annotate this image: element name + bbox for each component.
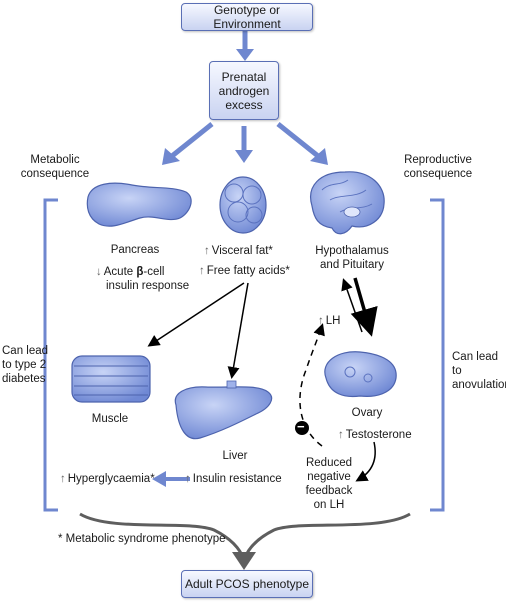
arrow-genotype-to-prenatal	[236, 31, 254, 61]
right-bracket	[430, 198, 445, 512]
metabolic-consequence-label: Metabolic consequence	[20, 154, 90, 180]
arrow-ffa-to-liver	[227, 282, 249, 379]
visceral-fat-text: Visceral fat*	[211, 245, 273, 257]
pancreas-label: Pancreas	[110, 244, 160, 256]
left-bracket-label: Can lead to type 2 diabetes	[2, 345, 49, 385]
liver-label: Liver	[222, 450, 248, 462]
minus-sign: −	[297, 419, 305, 434]
genotype-environment-box: Genotype or Environment	[181, 3, 313, 31]
arrow-ovary-to-hypothalamus	[341, 278, 363, 333]
right-bracket-label: Can lead to anovulation	[452, 351, 506, 391]
brain-illustration	[310, 171, 385, 235]
lh-text: LH	[325, 315, 341, 327]
hyperglycaemia-label: Hyperglycaemia*	[60, 472, 155, 486]
arrow-testosterone-to-feedback	[355, 441, 376, 482]
arrow-to-reproductive	[276, 122, 328, 165]
arrow-ffa-to-muscle	[147, 282, 245, 347]
arrow-hypothalamus-to-ovary	[350, 277, 378, 337]
beta-symbol: β	[136, 266, 144, 278]
pancreas-effect-label: Acute β-cell insulin response	[96, 265, 189, 293]
minus-badge	[295, 421, 309, 435]
muscle-label: Muscle	[91, 413, 129, 425]
insulin-resistance-text: Insulin resistance	[192, 473, 282, 485]
visceral-fat-label: Visceral fat*	[204, 244, 273, 258]
pancreas-effect-line2: insulin response	[106, 280, 190, 292]
visceral-fat-illustration	[219, 176, 267, 234]
left-bracket	[43, 198, 58, 512]
liver-illustration	[174, 380, 273, 440]
arrow-to-fat	[235, 126, 253, 163]
insulin-resistance-label: Insulin resistance	[185, 472, 282, 486]
testosterone-text: Testosterone	[345, 429, 412, 441]
pancreas-effect-suffix: -cell	[143, 266, 165, 278]
adult-pcos-box: Adult PCOS phenotype	[181, 570, 313, 598]
reproductive-consequence-label: Reproductive consequence	[403, 154, 473, 180]
pancreas-effect-prefix: Acute	[103, 266, 137, 278]
reduced-feedback-label: Reduced negative feedback on LH	[305, 457, 353, 511]
convergence-arrowhead	[232, 552, 256, 570]
hyperglycaemia-text: Hyperglycaemia*	[67, 473, 155, 485]
free-fatty-acids-label: Free fatty acids*	[199, 264, 290, 278]
ovary-illustration	[324, 351, 397, 398]
muscle-illustration	[71, 355, 151, 403]
prenatal-androgen-box: Prenatal androgen excess	[209, 61, 279, 120]
arrow-to-metabolic	[162, 122, 214, 165]
testosterone-label: Testosterone	[338, 428, 412, 442]
free-fatty-acids-text: Free fatty acids*	[206, 265, 290, 277]
hypothalamus-label: Hypothalamus and Pituitary	[315, 245, 389, 271]
pancreas-illustration	[86, 182, 192, 227]
lh-label: LH	[318, 314, 341, 328]
footnote: * Metabolic syndrome phenotype	[58, 533, 226, 545]
ovary-label: Ovary	[351, 407, 383, 419]
down-arrow-icon	[96, 266, 104, 278]
